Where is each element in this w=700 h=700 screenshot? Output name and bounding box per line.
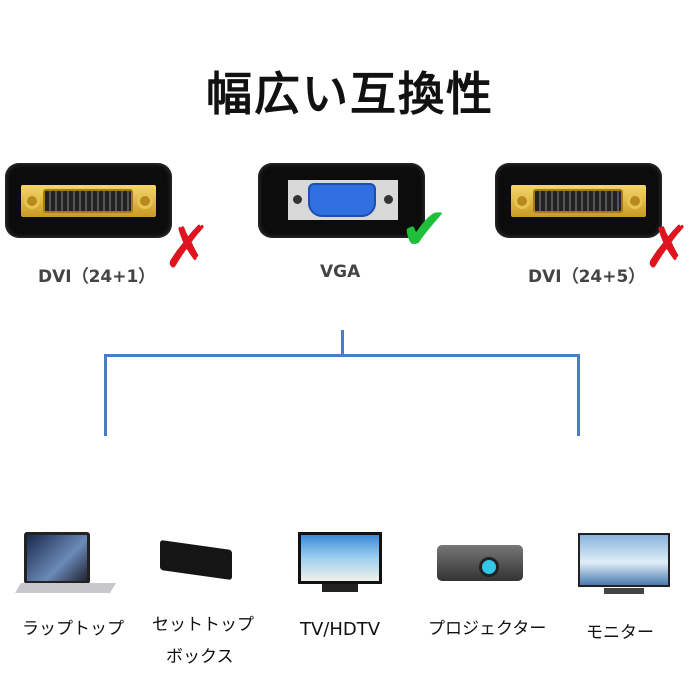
- tree-line: [341, 330, 344, 356]
- cross-icon: ✗: [163, 213, 212, 281]
- check-icon: ✔: [400, 195, 449, 263]
- device-label-monitor: モニター: [586, 623, 654, 643]
- set-top-box-icon: [160, 539, 232, 581]
- monitor-icon: [578, 533, 670, 587]
- device-label-laptop: ラップトップ: [22, 619, 124, 639]
- device-label-tv: TV/HDTV: [300, 619, 381, 640]
- tv-stand: [322, 584, 358, 592]
- vga-connector: [258, 163, 425, 238]
- page-title: 幅広い互換性: [206, 67, 494, 121]
- dvi-24-1-connector: [5, 163, 172, 238]
- projector-icon: [437, 545, 523, 581]
- connector-label: DVI（24+5）: [528, 267, 646, 287]
- connector-label: VGA: [320, 262, 361, 282]
- laptop-base: [15, 583, 116, 593]
- dvi-24-5-connector: [495, 163, 662, 238]
- monitor-stand: [604, 588, 644, 594]
- device-label-projector: プロジェクター: [428, 619, 547, 639]
- tv-icon: [298, 532, 382, 584]
- cross-icon: ✗: [643, 213, 692, 281]
- tree-line: [104, 354, 580, 357]
- tree-line: [577, 354, 580, 436]
- tree-line: [104, 354, 107, 436]
- device-label-set-top-box-2: ボックス: [166, 647, 234, 667]
- laptop-icon: [24, 532, 90, 584]
- connector-label: DVI（24+1）: [38, 267, 156, 287]
- device-label-set-top-box: セットトップ: [152, 615, 254, 635]
